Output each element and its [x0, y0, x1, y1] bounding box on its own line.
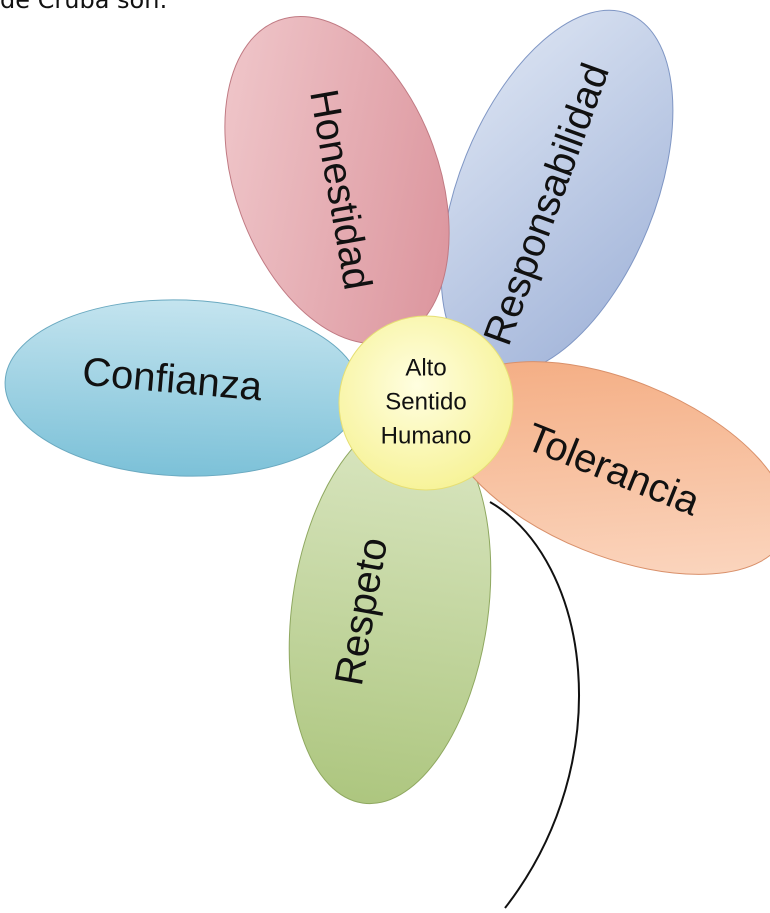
center-label-line-3: Humano [381, 422, 472, 449]
petal-respeto: Respeto [288, 415, 492, 805]
center-label-line-1: Alto [405, 354, 446, 381]
petal-confianza: Confianza [4, 299, 362, 477]
petal-responsabilidad: Responsabilidad [440, 9, 674, 375]
flower-stem [489, 501, 580, 909]
header-text: de Cruba son: [0, 0, 168, 14]
petal-tolerancia: Tolerancia [443, 361, 770, 575]
petal-honestidad: Honestidad [224, 15, 450, 345]
flower-center: Alto Sentido Humano [338, 315, 514, 491]
center-label-line-2: Sentido [385, 388, 466, 415]
